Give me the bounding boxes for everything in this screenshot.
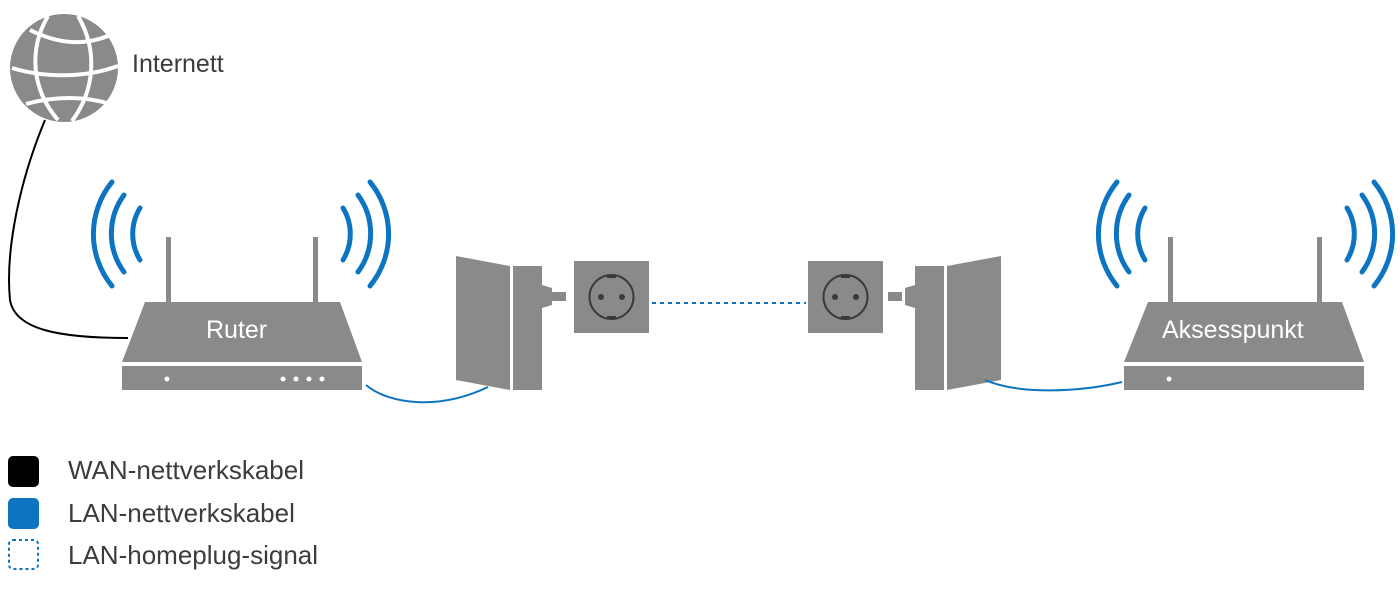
legend-label-lan: LAN-nettverkskabel — [68, 498, 295, 528]
router-label: Ruter — [206, 316, 268, 344]
router-wifi-left-waves — [90, 179, 143, 289]
legend-swatch-lan — [8, 498, 39, 529]
router-icon — [122, 237, 362, 390]
access-point-wifi-right-waves — [1344, 179, 1396, 289]
powerline-adapter-left-icon — [456, 256, 566, 390]
wan-cable — [8, 119, 129, 339]
legend-swatch-wan — [8, 456, 39, 487]
router-wifi-right-waves — [340, 179, 392, 289]
legend-swatch-homeplug — [8, 539, 39, 570]
access-point-wifi-left-waves — [1095, 179, 1148, 289]
access-point-label: Aksesspunkt — [1162, 316, 1304, 344]
lan-cable-left — [365, 384, 489, 404]
powerline-adapter-right-icon — [888, 256, 1001, 390]
wall-socket-left-icon — [574, 261, 649, 333]
legend-label-wan: WAN-nettverkskabel — [68, 455, 304, 485]
legend-label-homeplug: LAN-homeplug-signal — [68, 540, 319, 570]
globe-icon — [10, 14, 119, 123]
lan-cable-right — [984, 379, 1123, 392]
internet-label: Internett — [132, 50, 224, 78]
access-point-icon — [1124, 237, 1364, 390]
wall-socket-right-icon — [808, 261, 883, 333]
